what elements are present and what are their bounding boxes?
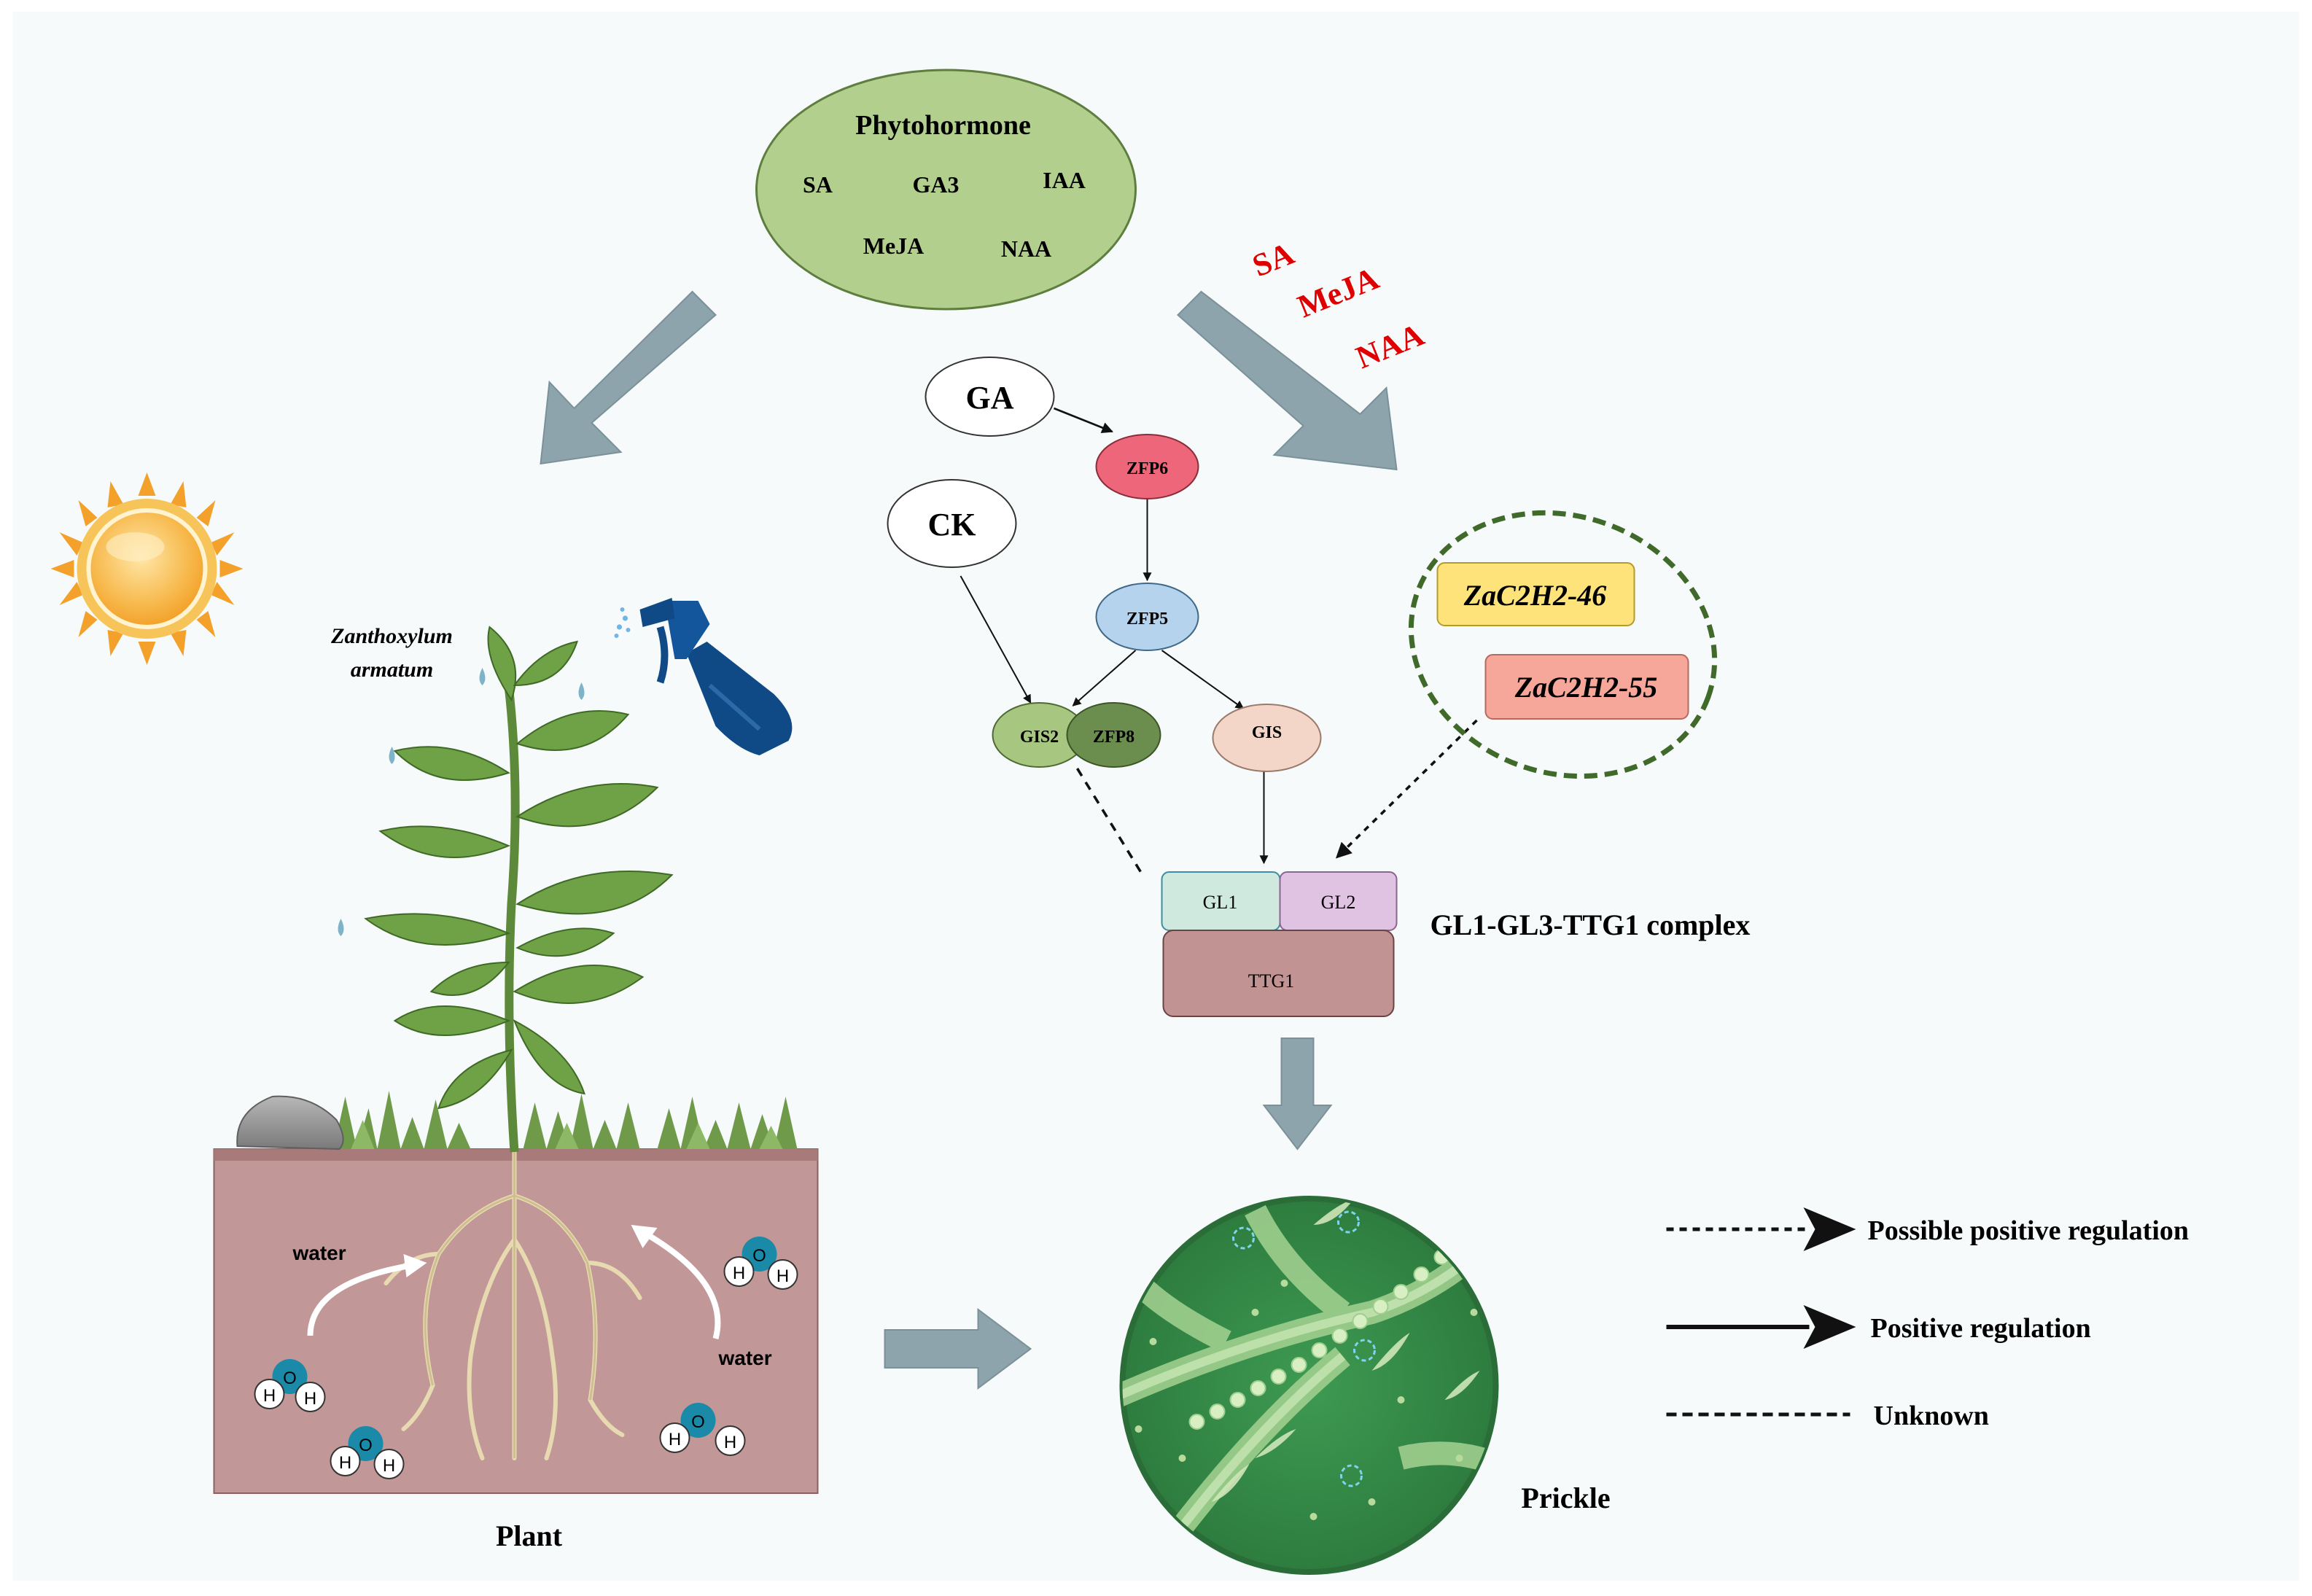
legend-label-positive: Positive regulation	[1871, 1313, 2091, 1344]
node-gis2-label: GIS2	[1020, 728, 1059, 747]
possible-link-genes-complex	[1335, 719, 1478, 859]
node-zfp5-label: ZFP5	[1126, 610, 1168, 628]
species-line1: Zanthoxylum	[330, 624, 453, 648]
node-ttg1	[1162, 930, 1395, 1017]
water-drops	[338, 668, 585, 936]
water-molecule-3: O H H	[723, 1237, 798, 1290]
legend: Possible positive regulation Positive re…	[1666, 1207, 2190, 1431]
svg-text:H: H	[733, 1264, 745, 1283]
node-ck-label: CK	[928, 507, 976, 542]
phytohormone-group: Phytohormone SA GA3 IAA MeJA NAA	[755, 69, 1137, 311]
stem	[504, 685, 520, 1153]
leaves	[364, 626, 674, 1110]
svg-text:H: H	[383, 1456, 395, 1476]
big-arrows	[540, 290, 1398, 1390]
sun-icon	[50, 472, 244, 665]
phytohormone-ellipse	[755, 69, 1137, 311]
node-ttg1-label: TTG1	[1248, 970, 1295, 992]
svg-text:H: H	[304, 1389, 316, 1409]
arrow-plant-to-prickle	[884, 1308, 1032, 1390]
complex-label: GL1-GL3-TTG1 complex	[1431, 908, 1751, 941]
arrow-to-plant	[540, 290, 717, 465]
unknown-link-gis2-complex	[1075, 768, 1146, 879]
gene-label-55: ZaC2H2-55	[1514, 671, 1658, 704]
phytohormone-item-naa: NAA	[1001, 235, 1051, 262]
node-ck	[887, 479, 1017, 568]
node-gl2-label: GL2	[1321, 892, 1356, 913]
svg-text:O: O	[359, 1436, 373, 1455]
arrow-ga-zfp6	[1054, 407, 1113, 434]
water-label-left: water	[292, 1242, 346, 1264]
prickle-label: Prickle	[1521, 1482, 1610, 1514]
node-zfp5	[1095, 583, 1199, 651]
node-gis	[1212, 704, 1322, 772]
arrow-to-pathway	[1177, 290, 1398, 471]
node-gis-label: GIS	[1252, 723, 1282, 742]
legend-item-unknown: Unknown	[1666, 1401, 1989, 1431]
spray-bottle-icon	[614, 598, 793, 755]
prickle-illustration: Prickle	[1119, 1196, 1611, 1575]
phytohormone-item-sa: SA	[803, 171, 833, 198]
plant-illustration: water water O H H O H H O H H	[213, 626, 819, 1552]
node-zfp8-label: ZFP8	[1093, 728, 1134, 747]
node-zfp6	[1095, 434, 1199, 499]
svg-text:O: O	[752, 1246, 766, 1266]
phytohormone-item-ga3: GA3	[913, 171, 960, 198]
node-zfp6-label: ZFP6	[1126, 459, 1168, 478]
arrow-zfp5-gis	[1161, 650, 1245, 709]
water-molecule-1: O H H	[254, 1359, 326, 1412]
phytohormone-item-meja: MeJA	[863, 233, 925, 259]
svg-text:O: O	[283, 1369, 297, 1388]
legend-item-positive: Positive regulation	[1666, 1305, 2091, 1349]
arrow-zfp5-gis2	[1072, 650, 1137, 706]
svg-text:H: H	[263, 1386, 276, 1406]
arrow-to-prickle	[1262, 1038, 1333, 1151]
plant-caption: Plant	[496, 1519, 563, 1552]
gene-group-outline	[1408, 510, 1718, 779]
water-molecule-2: O H H	[330, 1426, 405, 1479]
node-ga-label: GA	[966, 380, 1014, 416]
water-arrows	[307, 1231, 721, 1340]
node-ga	[925, 357, 1055, 437]
species-line2: armatum	[351, 658, 433, 682]
gene-box-46	[1436, 562, 1635, 626]
arrow-ck-gis2	[960, 575, 1032, 704]
water-molecule-4: O H H	[659, 1403, 746, 1456]
gene-label-46: ZaC2H2-46	[1463, 579, 1607, 612]
svg-text:H: H	[339, 1453, 351, 1473]
phytohormone-title: Phytohormone	[855, 110, 1031, 141]
rock	[236, 1095, 344, 1151]
svg-text:O: O	[691, 1412, 705, 1432]
svg-text:H: H	[724, 1433, 736, 1452]
node-gl1-label: GL1	[1203, 892, 1238, 913]
pathway: GA CK ZFP6 ZFP5 GIS2 ZFP8 GIS GL1 GL2 TT…	[887, 357, 1751, 1017]
water-label-right: water	[718, 1347, 772, 1369]
phytohormone-item-iaa: IAA	[1043, 167, 1086, 193]
legend-label-unknown: Unknown	[1874, 1401, 1989, 1431]
gene-box-55	[1484, 654, 1689, 720]
legend-item-possible: Possible positive regulation	[1666, 1207, 2190, 1251]
svg-text:H: H	[776, 1266, 789, 1286]
legend-label-possible: Possible positive regulation	[1868, 1215, 2190, 1246]
node-zfp8	[1066, 702, 1161, 768]
svg-text:H: H	[669, 1430, 681, 1449]
